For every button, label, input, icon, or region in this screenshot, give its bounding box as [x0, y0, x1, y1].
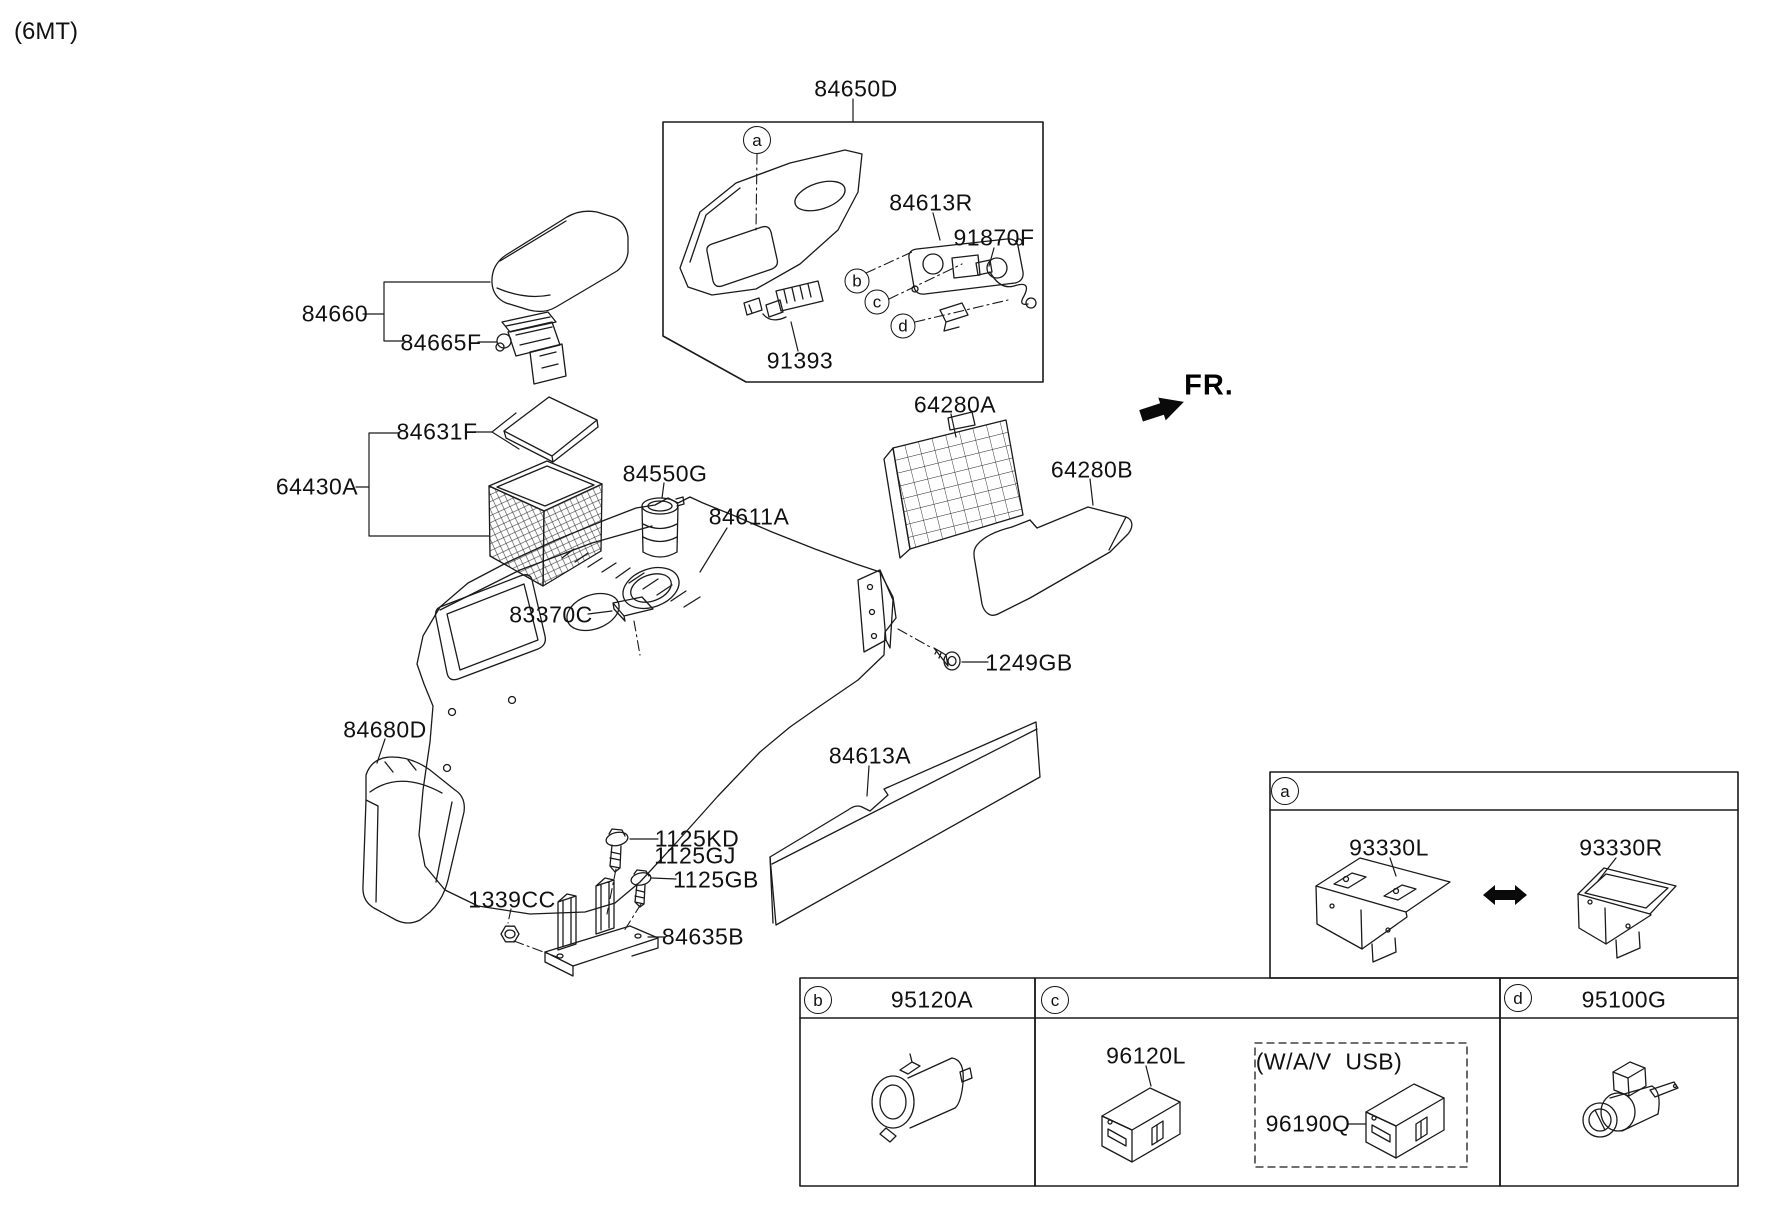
trim-strip-drawing — [769, 721, 1041, 926]
transmission-note: (6MT) — [14, 18, 78, 45]
callout-c: c — [864, 289, 890, 315]
side-panel-drawing — [973, 506, 1133, 616]
part-label-1125GJ: 1125GJ — [654, 842, 736, 869]
part-label-84631F: 84631F — [396, 418, 478, 445]
part-label-84650D: 84650D — [814, 75, 898, 102]
panel-boxes — [799, 771, 1739, 1187]
key-cylinder-drawing — [1582, 1061, 1679, 1138]
pad-83370C-drawing — [612, 596, 654, 622]
power-outlet-drawing — [871, 1053, 973, 1143]
part-label-84665F: 84665F — [400, 329, 482, 356]
swap-arrow-icon — [1483, 885, 1527, 905]
mesh-panel-drawing — [883, 411, 1024, 559]
nut-1339CC-drawing — [500, 925, 520, 943]
callout-d: d — [890, 313, 916, 339]
latch-drawing — [495, 311, 567, 385]
part-label-95100G: 95100G — [1581, 986, 1667, 1013]
part-label-96190Q: 96190Q — [1265, 1110, 1351, 1137]
seat-heater-switch-left-drawing — [1315, 857, 1451, 963]
callout-b: b — [844, 268, 870, 294]
leader-lines — [355, 98, 1617, 1125]
part-label-96120L: 96120L — [1106, 1042, 1186, 1069]
panel-a-callout: a — [1271, 777, 1299, 805]
part-label-64430A: 64430A — [275, 473, 359, 500]
part-label-84635B: 84635B — [661, 923, 745, 950]
part-label-1125GB: 1125GB — [673, 866, 759, 893]
part-label-64280A: 64280A — [913, 391, 997, 418]
trim-plate-drawing — [679, 149, 863, 296]
part-label-84550G: 84550G — [622, 460, 708, 487]
seat-heater-switch-right-drawing — [1577, 867, 1677, 959]
part-label-84613R: 84613R — [889, 189, 973, 216]
box-84650D — [662, 121, 1044, 383]
panel-b-callout: b — [804, 986, 832, 1014]
wiring-91393-drawing — [743, 280, 824, 321]
part-label-84680D: 84680D — [343, 716, 427, 743]
screw-1249GB-drawing — [933, 647, 961, 671]
fr-arrow-icon — [1139, 397, 1184, 422]
part-label-84660: 84660 — [301, 300, 369, 327]
part-label-84611A: 84611A — [708, 503, 790, 530]
usb-unit-drawing — [1101, 1087, 1181, 1163]
part-label-95120A: 95120A — [890, 986, 974, 1013]
rear-cover-drawing — [362, 756, 465, 924]
mat-drawing — [503, 396, 599, 463]
console-drawing — [416, 496, 897, 915]
panel-c-callout: c — [1041, 986, 1069, 1014]
part-label-93330R: 93330R — [1579, 834, 1663, 861]
part-label-1249GB: 1249GB — [985, 649, 1073, 676]
armrest-drawing — [491, 210, 629, 313]
cup-insert-drawing — [641, 496, 685, 558]
bracket-84635B-drawing — [544, 877, 659, 977]
tray-drawing — [488, 460, 603, 587]
part-label-91870F: 91870F — [953, 224, 1035, 251]
part-label-1125KD: 1125KD — [654, 825, 740, 852]
part-label-93330L: 93330L — [1349, 834, 1429, 861]
part-label-64280B: 64280B — [1050, 456, 1134, 483]
usb-unit-wav-drawing — [1365, 1083, 1445, 1159]
usb-option-note: (W/A/V USB) — [1255, 1048, 1403, 1075]
part-label-1339CC: 1339CC — [468, 886, 556, 913]
part-label-91393: 91393 — [766, 347, 834, 374]
fr-direction-label: FR. — [1184, 369, 1234, 402]
dash-dot-lines — [507, 153, 1009, 958]
part-label-84613A: 84613A — [828, 742, 912, 769]
callout-a: a — [743, 126, 771, 154]
panel-d-callout: d — [1504, 984, 1532, 1012]
part-label-83370C: 83370C — [509, 601, 593, 628]
wiring-91870F-drawing — [939, 259, 1037, 332]
screw-1125KD-drawing — [605, 828, 629, 873]
screw-1125GB-drawing — [630, 869, 652, 908]
